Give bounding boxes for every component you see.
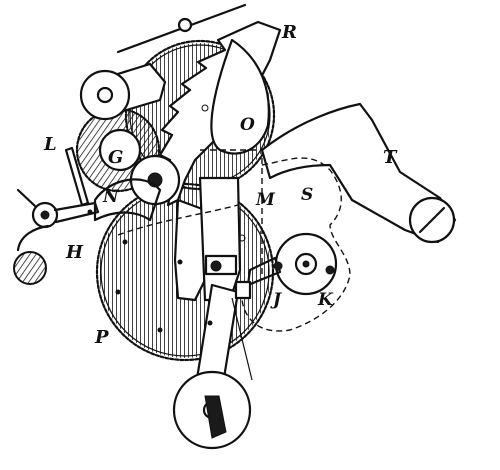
dashed-frame <box>200 149 263 280</box>
cam-jk <box>246 232 338 296</box>
slide-block <box>204 254 252 300</box>
wheel-g <box>98 128 181 206</box>
label-r: R <box>281 22 297 43</box>
dashed-link <box>117 204 239 236</box>
label-k: K <box>317 290 334 310</box>
pendulum-wire <box>231 297 253 381</box>
label-m: M <box>255 190 276 210</box>
label-s: S <box>301 185 313 205</box>
label-j: J <box>270 290 282 310</box>
label-n: N <box>102 187 120 207</box>
label-g: G <box>108 147 123 168</box>
label-p: P <box>94 327 109 348</box>
label-l: L <box>43 134 57 155</box>
small-star-wheel <box>177 17 193 33</box>
arm-t <box>260 102 457 244</box>
dashed-contour-s <box>241 157 351 332</box>
label-h: H <box>65 242 84 263</box>
pivot-slot <box>418 206 446 234</box>
pivot-h <box>13 188 100 285</box>
pendulum-slot <box>204 395 227 439</box>
slide-m <box>198 176 242 302</box>
sector-n <box>93 178 162 222</box>
label-o: O <box>240 115 255 135</box>
plate-o <box>210 38 270 155</box>
pivot-dots <box>87 104 246 333</box>
label-t: T <box>383 147 398 168</box>
